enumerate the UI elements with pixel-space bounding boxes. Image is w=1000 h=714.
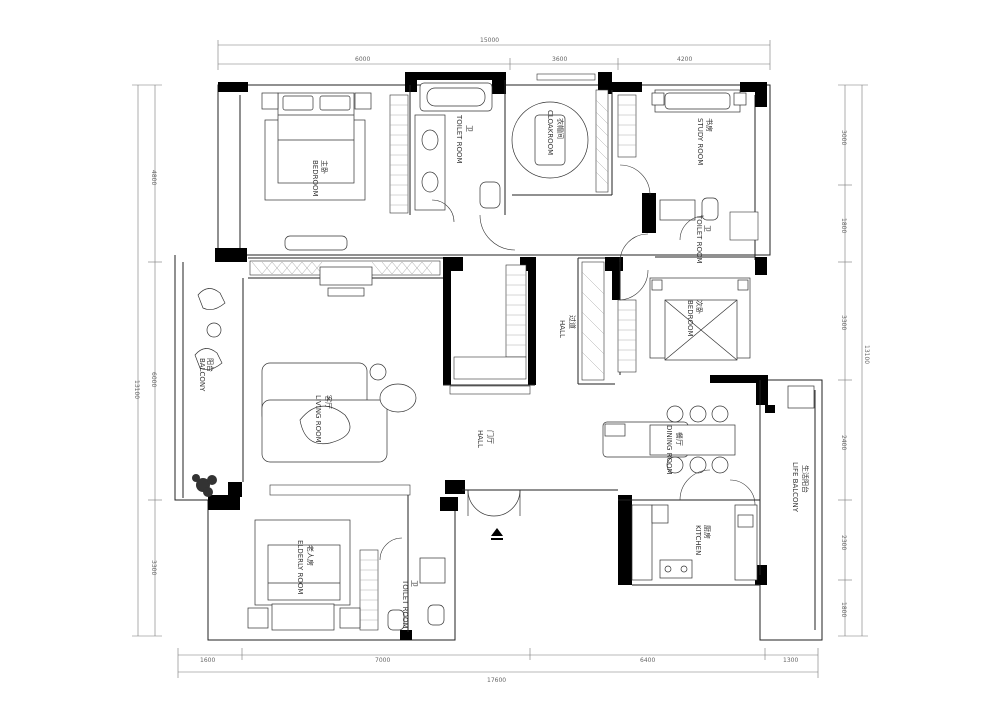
label-hall-2-cn: 门厅 — [486, 430, 495, 444]
living-room-furniture[interactable] — [261, 266, 417, 463]
kitchen-fixtures[interactable] — [631, 504, 758, 581]
master-bed[interactable] — [261, 92, 372, 251]
outer-walls — [174, 84, 823, 641]
wardrobe-hatching — [360, 99, 636, 621]
label-hall-1-en: HALL — [558, 320, 566, 338]
label-toilet-3-en: TOILET ROOM — [401, 579, 409, 629]
dimension-right — [838, 84, 868, 637]
label-hall-1-cn: 过道 — [568, 315, 577, 329]
entrance-arrow-icon — [491, 528, 503, 540]
dim-right-seg-3: 3300 — [840, 315, 847, 330]
toilet-3-fixtures[interactable] — [387, 557, 446, 631]
dim-top-total: 15000 — [480, 37, 499, 44]
dimension-bottom — [177, 648, 819, 678]
wardrobes[interactable] — [359, 89, 637, 631]
dim-top-seg-3: 4200 — [677, 56, 692, 63]
study-furniture[interactable] — [651, 89, 747, 113]
life-balcony-fixtures[interactable] — [787, 385, 815, 409]
dim-right-seg-5: 2300 — [840, 535, 847, 550]
bedroom-2-bed[interactable] — [649, 277, 751, 361]
label-master-bedroom-cn: 主卧 — [320, 160, 329, 174]
dim-left-seg-1: 4800 — [150, 170, 157, 185]
label-life-balcony-cn: 生活阳台 — [801, 465, 810, 493]
plant-icon — [192, 474, 217, 497]
label-study-en: STUDY ROOM — [696, 118, 704, 165]
structural-walls[interactable] — [208, 72, 775, 640]
cloakroom-island[interactable] — [511, 101, 589, 179]
label-master-bedroom-en: BEDROOM — [311, 160, 319, 197]
dim-bottom-seg-2: 7000 — [375, 657, 390, 664]
label-bedroom-2-en: BEDROOM — [686, 300, 694, 337]
dim-bottom-seg-1: 1600 — [200, 657, 215, 664]
dim-right-seg-6: 1800 — [840, 602, 847, 617]
dim-bottom-seg-3: 6400 — [640, 657, 655, 664]
balcony-furniture[interactable] — [194, 288, 226, 370]
label-toilet-2-en: TOILET ROOM — [695, 214, 703, 264]
dining-furniture[interactable] — [602, 405, 736, 474]
label-living-en: LIVING ROOM — [314, 395, 322, 443]
label-living-cn: 客厅 — [324, 395, 333, 409]
dim-right-seg-4: 2400 — [840, 435, 847, 450]
dim-top-seg-2: 3600 — [552, 56, 567, 63]
partition-walls — [242, 80, 761, 632]
label-bedroom-2-cn: 次卧 — [695, 300, 704, 314]
label-toilet-3-cn: 卫 — [410, 580, 418, 587]
window-hatching — [251, 261, 433, 275]
label-balcony-cn: 阳台 — [206, 358, 215, 372]
toilet-2-fixtures[interactable] — [659, 197, 719, 221]
label-kitchen-cn: 厨房 — [703, 525, 712, 539]
label-elderly-room-cn: 老人房 — [306, 545, 315, 566]
label-elderly-room-en: ELDERLY ROOM — [296, 540, 304, 594]
dim-bottom-seg-4: 1300 — [783, 657, 798, 664]
label-life-balcony-en: LIFE BALCONY — [791, 462, 799, 513]
dim-right-seg-2: 1800 — [840, 218, 847, 233]
elderly-room-bed[interactable] — [247, 519, 361, 631]
label-toilet-1-cn: 卫 — [465, 125, 473, 132]
label-cloakroom-en: CLOAKROOM — [546, 110, 554, 155]
dim-right-total: 13100 — [863, 345, 870, 364]
label-cloakroom-cn: 衣帽间 — [556, 118, 565, 139]
entrance-door[interactable] — [467, 489, 521, 517]
label-toilet-2-cn: 卫 — [703, 225, 711, 232]
label-dining-en: DINING ROOM — [665, 425, 673, 475]
label-study-cn: 书房 — [705, 118, 714, 132]
label-hall-2-en: HALL — [476, 430, 484, 448]
toilet-1-fixtures[interactable] — [414, 82, 501, 211]
dim-left-seg-2: 6000 — [150, 372, 157, 387]
dim-left-seg-3: 3300 — [150, 560, 157, 575]
dimension-top — [217, 40, 771, 70]
label-dining-cn: 餐厅 — [675, 432, 684, 446]
dim-top-seg-1: 6000 — [355, 56, 370, 63]
door-swings[interactable] — [379, 164, 756, 561]
label-balcony-en: BALCONY — [198, 358, 206, 392]
label-kitchen-en: KITCHEN — [694, 525, 702, 555]
dim-right-seg-1: 3000 — [840, 130, 847, 145]
label-toilet-1-en: TOILET ROOM — [455, 114, 463, 164]
dim-left-total: 13100 — [133, 380, 140, 399]
dim-bottom-total: 17600 — [487, 677, 506, 684]
dimension-left — [132, 84, 162, 637]
